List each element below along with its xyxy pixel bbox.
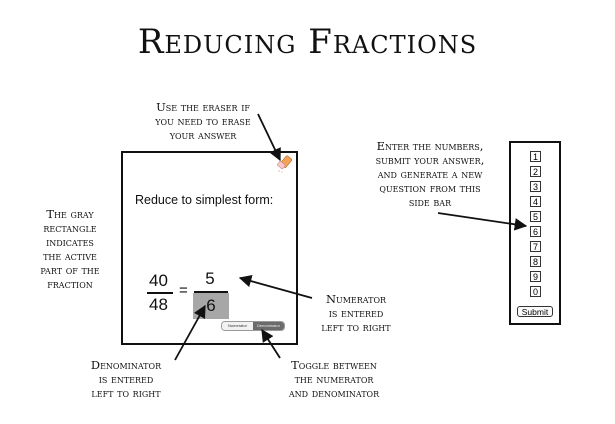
answer-denominator-active[interactable]: 6 xyxy=(193,293,229,319)
number-button-3[interactable]: 3 xyxy=(530,181,541,192)
number-button-7[interactable]: 7 xyxy=(530,241,541,252)
number-button-8[interactable]: 8 xyxy=(530,256,541,267)
eraser-icon[interactable] xyxy=(274,155,294,175)
gray-rectangle-note: The gray rectangle indicates the active … xyxy=(40,207,100,291)
number-button-6[interactable]: 6 xyxy=(530,226,541,237)
toggle-note: Toggle between the numerator and denomin… xyxy=(288,358,380,400)
number-button-5[interactable]: 5 xyxy=(530,211,541,222)
number-button-1[interactable]: 1 xyxy=(530,151,541,162)
answer-numerator[interactable]: 5 xyxy=(205,269,215,288)
number-buttons: 1 2 3 4 5 6 7 8 9 0 xyxy=(530,151,544,301)
fraction-panel: Reduce to simplest form: 40 48 = 5 6 Num… xyxy=(121,151,298,345)
toggle-denominator[interactable]: Denominator xyxy=(253,322,284,330)
prompt-text: Reduce to simplest form: xyxy=(135,193,274,207)
denominator-note: Denominator is entered left to right xyxy=(90,358,162,400)
number-button-2[interactable]: 2 xyxy=(530,166,541,177)
numerator-note: Numerator is entered left to right xyxy=(321,292,391,334)
equals-sign: = xyxy=(179,282,188,299)
problem-numerator: 40 xyxy=(149,271,168,290)
number-button-4[interactable]: 4 xyxy=(530,196,541,207)
number-button-0[interactable]: 0 xyxy=(530,286,541,297)
problem-fraction-bar xyxy=(147,292,173,294)
submit-button[interactable]: Submit xyxy=(517,306,553,317)
sidebar-note: Enter the numbers, submit your answer, a… xyxy=(375,139,485,209)
number-sidebar: 1 2 3 4 5 6 7 8 9 0 Submit xyxy=(509,141,561,325)
page-title: Reducing Fractions xyxy=(137,22,478,62)
numerator-denominator-toggle[interactable]: Numerator Denominator xyxy=(221,321,285,331)
eraser-note: Use the eraser if you need to erase your… xyxy=(155,100,251,142)
toggle-numerator[interactable]: Numerator xyxy=(222,322,253,330)
answer-fraction-bar xyxy=(194,291,228,293)
number-button-9[interactable]: 9 xyxy=(530,271,541,282)
problem-denominator: 48 xyxy=(149,295,168,314)
